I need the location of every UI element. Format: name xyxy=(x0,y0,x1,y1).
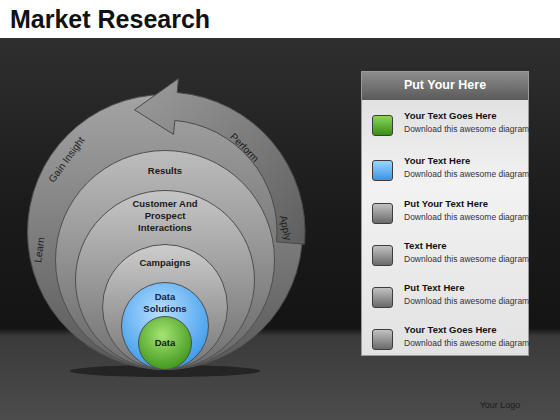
row-text: Download this awesome diagram xyxy=(404,124,529,135)
row-text: Download this awesome diagram xyxy=(404,254,529,265)
row-text: Download this awesome diagram xyxy=(404,296,529,307)
campaign-circle: CampaignsData SolutionsData xyxy=(102,244,228,370)
data-circle: Data xyxy=(138,316,192,370)
interaction-circle-shape xyxy=(76,191,255,370)
text-row: Put Your Text HereDownload this awesome … xyxy=(366,195,524,229)
text-row: Text HereDownload this awesome diagram xyxy=(366,237,524,271)
data-circle-shape xyxy=(139,317,192,370)
text-row: Your Text Goes HereDownload this awesome… xyxy=(366,107,524,141)
text-row: Your Text Goes HereDownload this awesome… xyxy=(366,321,524,355)
row-title: Put Text Here xyxy=(404,282,465,294)
color-square xyxy=(372,115,393,136)
circle-label: Customer And Prospect Interactions xyxy=(128,198,202,234)
text-panel: Put Your HereYour Text Goes HereDownload… xyxy=(362,72,528,355)
color-square xyxy=(372,287,393,308)
results-circle: ResultsCustomer And Prospect Interaction… xyxy=(55,150,275,370)
circle-label: Data xyxy=(140,337,190,349)
color-square xyxy=(372,160,393,181)
slide-title: Market Research xyxy=(10,5,210,34)
row-title: Put Your Text Here xyxy=(404,198,488,210)
data-solutions-circle-shape xyxy=(122,283,209,370)
row-text: Download this awesome diagram xyxy=(404,212,529,223)
circle-label: Data Solutions xyxy=(139,291,191,315)
data-solutions-circle: Data SolutionsData xyxy=(121,282,209,370)
color-square xyxy=(372,329,393,350)
color-square xyxy=(372,245,393,266)
outer-cycle-ring-shape xyxy=(28,95,303,370)
interaction-circle: Customer And Prospect InteractionsCampai… xyxy=(75,190,255,370)
row-title: Text Here xyxy=(404,240,447,252)
row-text: Download this awesome diagram xyxy=(404,169,529,180)
circle-label: Campaigns xyxy=(115,257,215,269)
outer-cycle-ring: Gain InsightPerformLearnApplyResultsCust… xyxy=(27,94,303,370)
circle-label: Results xyxy=(105,165,225,177)
campaign-circle-shape xyxy=(103,245,228,370)
logo-placeholder: Your Logo xyxy=(480,400,521,410)
text-row: Put Text HereDownload this awesome diagr… xyxy=(366,279,524,313)
row-text: Download this awesome diagram xyxy=(404,338,529,349)
row-title: Your Text Here xyxy=(404,155,470,167)
panel-heading: Put Your Here xyxy=(365,78,525,94)
row-title: Your Text Goes Here xyxy=(404,110,497,122)
results-circle-shape xyxy=(56,151,275,370)
text-row: Your Text HereDownload this awesome diag… xyxy=(366,152,524,186)
color-square xyxy=(372,203,393,224)
row-title: Your Text Goes Here xyxy=(404,324,497,336)
